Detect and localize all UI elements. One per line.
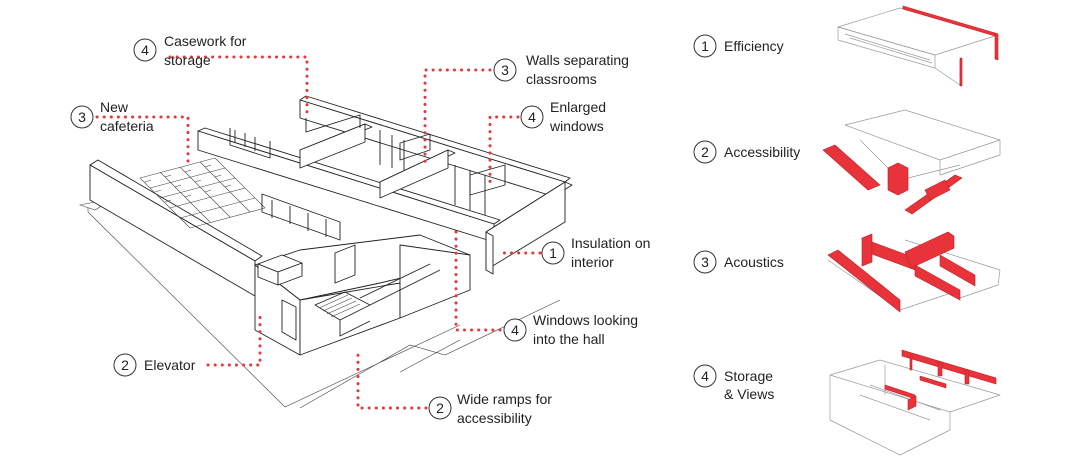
callout-text-line: accessibility bbox=[457, 410, 532, 426]
legend-number: 1 bbox=[701, 38, 709, 54]
callout-number-circle bbox=[113, 353, 137, 377]
legend-label: & Views bbox=[724, 386, 774, 402]
callout-casework: 4 Casework for storage bbox=[133, 33, 247, 68]
storage-views-thumbnail bbox=[829, 349, 1001, 456]
legend-item-storage-views: 4 Storage & Views bbox=[693, 349, 1001, 456]
acoustics-thumbnail bbox=[827, 231, 1001, 313]
callout-number: 2 bbox=[121, 357, 129, 373]
callout-number: 4 bbox=[528, 109, 536, 125]
callout-cafeteria: 3 New cafeteria bbox=[70, 99, 154, 134]
callout-text-line: Walls separating bbox=[526, 52, 629, 68]
legend-label: Accessibility bbox=[724, 144, 800, 160]
callout-number-circle bbox=[428, 396, 452, 420]
callout-text-line: New bbox=[100, 99, 129, 115]
legend-item-efficiency: 1 Efficiency bbox=[693, 5, 999, 87]
accessibility-thumbnail bbox=[822, 109, 1001, 215]
callout-text-line: Elevator bbox=[144, 357, 196, 373]
callout-number-circle bbox=[541, 241, 565, 265]
callout-text-line: classrooms bbox=[526, 71, 597, 87]
legend-number-circle bbox=[693, 250, 717, 274]
legend-number: 4 bbox=[701, 368, 709, 384]
callout-number: 3 bbox=[501, 62, 509, 78]
callout-walls: 3 Walls separating classrooms bbox=[493, 52, 629, 87]
callout-text-line: Wide ramps for bbox=[457, 391, 552, 407]
callout-number: 3 bbox=[78, 109, 86, 125]
legend-label: Efficiency bbox=[724, 38, 784, 54]
callout-text-line: Casework for bbox=[164, 33, 247, 49]
callout-windows: 4 Enlarged windows bbox=[520, 99, 606, 134]
callout-text-line: interior bbox=[571, 254, 614, 270]
legend-label: Acoustics bbox=[724, 254, 784, 270]
callout-text-line: cafeteria bbox=[100, 118, 154, 134]
building-axonometric bbox=[78, 95, 573, 409]
legend-item-accessibility: 2 Accessibility bbox=[693, 109, 1001, 215]
callout-number: 2 bbox=[436, 400, 444, 416]
callout-ramps: 2 Wide ramps for accessibility bbox=[428, 391, 552, 426]
cafeteria-tables bbox=[139, 157, 266, 229]
legend-number: 3 bbox=[701, 254, 709, 270]
callout-text-line: Insulation on bbox=[571, 235, 650, 251]
callout-leaders bbox=[95, 55, 542, 410]
callout-number: 4 bbox=[511, 322, 519, 338]
callout-text-line: windows bbox=[549, 118, 604, 134]
legend-number-circle bbox=[693, 140, 717, 164]
callout-number-circle bbox=[493, 58, 517, 82]
legend-number-circle bbox=[693, 34, 717, 58]
callout-hall-windows: 4 Windows looking into the hall bbox=[503, 312, 638, 347]
callout-number: 1 bbox=[549, 245, 557, 261]
callout-number-circle bbox=[503, 318, 527, 342]
callout-text-line: into the hall bbox=[533, 331, 605, 347]
legend-label: Storage bbox=[724, 368, 773, 384]
legend-number-circle bbox=[693, 364, 717, 388]
callout-number-circle bbox=[133, 38, 157, 62]
legend: 1 Efficiency 2 Accessibility bbox=[693, 5, 1001, 456]
callout-text-line: Windows looking bbox=[533, 312, 638, 328]
callout-number: 4 bbox=[141, 42, 149, 58]
callout-elevator: 2 Elevator bbox=[113, 353, 196, 377]
legend-item-acoustics: 3 Acoustics bbox=[693, 231, 1001, 313]
legend-number: 2 bbox=[701, 144, 709, 160]
callout-number-circle bbox=[520, 105, 544, 129]
callout-text-line: storage bbox=[164, 52, 211, 68]
callout-insulation: 1 Insulation on interior bbox=[541, 235, 650, 270]
callout-number-circle bbox=[70, 105, 94, 129]
ramps-stairs bbox=[314, 263, 441, 337]
callout-text-line: Enlarged bbox=[550, 99, 606, 115]
efficiency-thumbnail bbox=[837, 5, 999, 87]
